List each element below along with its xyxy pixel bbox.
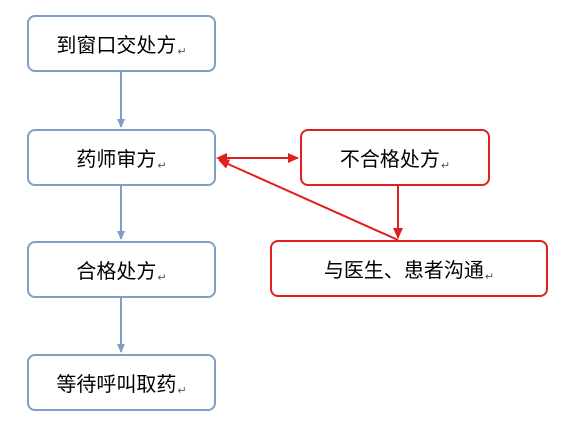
step-pharmacist-review: 药师审方↵	[27, 129, 216, 186]
paragraph-mark: ↵	[484, 270, 495, 283]
step-communicate: 与医生、患者沟通↵	[270, 240, 548, 297]
step-unqualified-prescription: 不合格处方↵	[300, 129, 490, 186]
step-pharmacist-review-label: 药师审方	[76, 147, 157, 171]
paragraph-mark: ↵	[440, 159, 451, 172]
paragraph-mark: ↵	[157, 271, 167, 284]
step-qualified-prescription-label: 合格处方	[76, 259, 157, 283]
arrow-communicate-to-review	[218, 159, 399, 241]
paragraph-mark: ↵	[177, 45, 187, 58]
step-wait-pickup: 等待呼叫取药↵	[27, 354, 216, 411]
step-unqualified-prescription-label: 不合格处方	[339, 147, 440, 171]
step-qualified-prescription: 合格处方↵	[27, 241, 216, 298]
step-wait-pickup-label: 等待呼叫取药	[56, 372, 177, 396]
paragraph-mark: ↵	[157, 159, 167, 172]
step-window-submit-label: 到窗口交处方	[56, 33, 177, 57]
step-communicate-label: 与医生、患者沟通	[323, 258, 484, 282]
paragraph-mark: ↵	[177, 384, 187, 397]
step-window-submit: 到窗口交处方↵	[27, 15, 216, 72]
